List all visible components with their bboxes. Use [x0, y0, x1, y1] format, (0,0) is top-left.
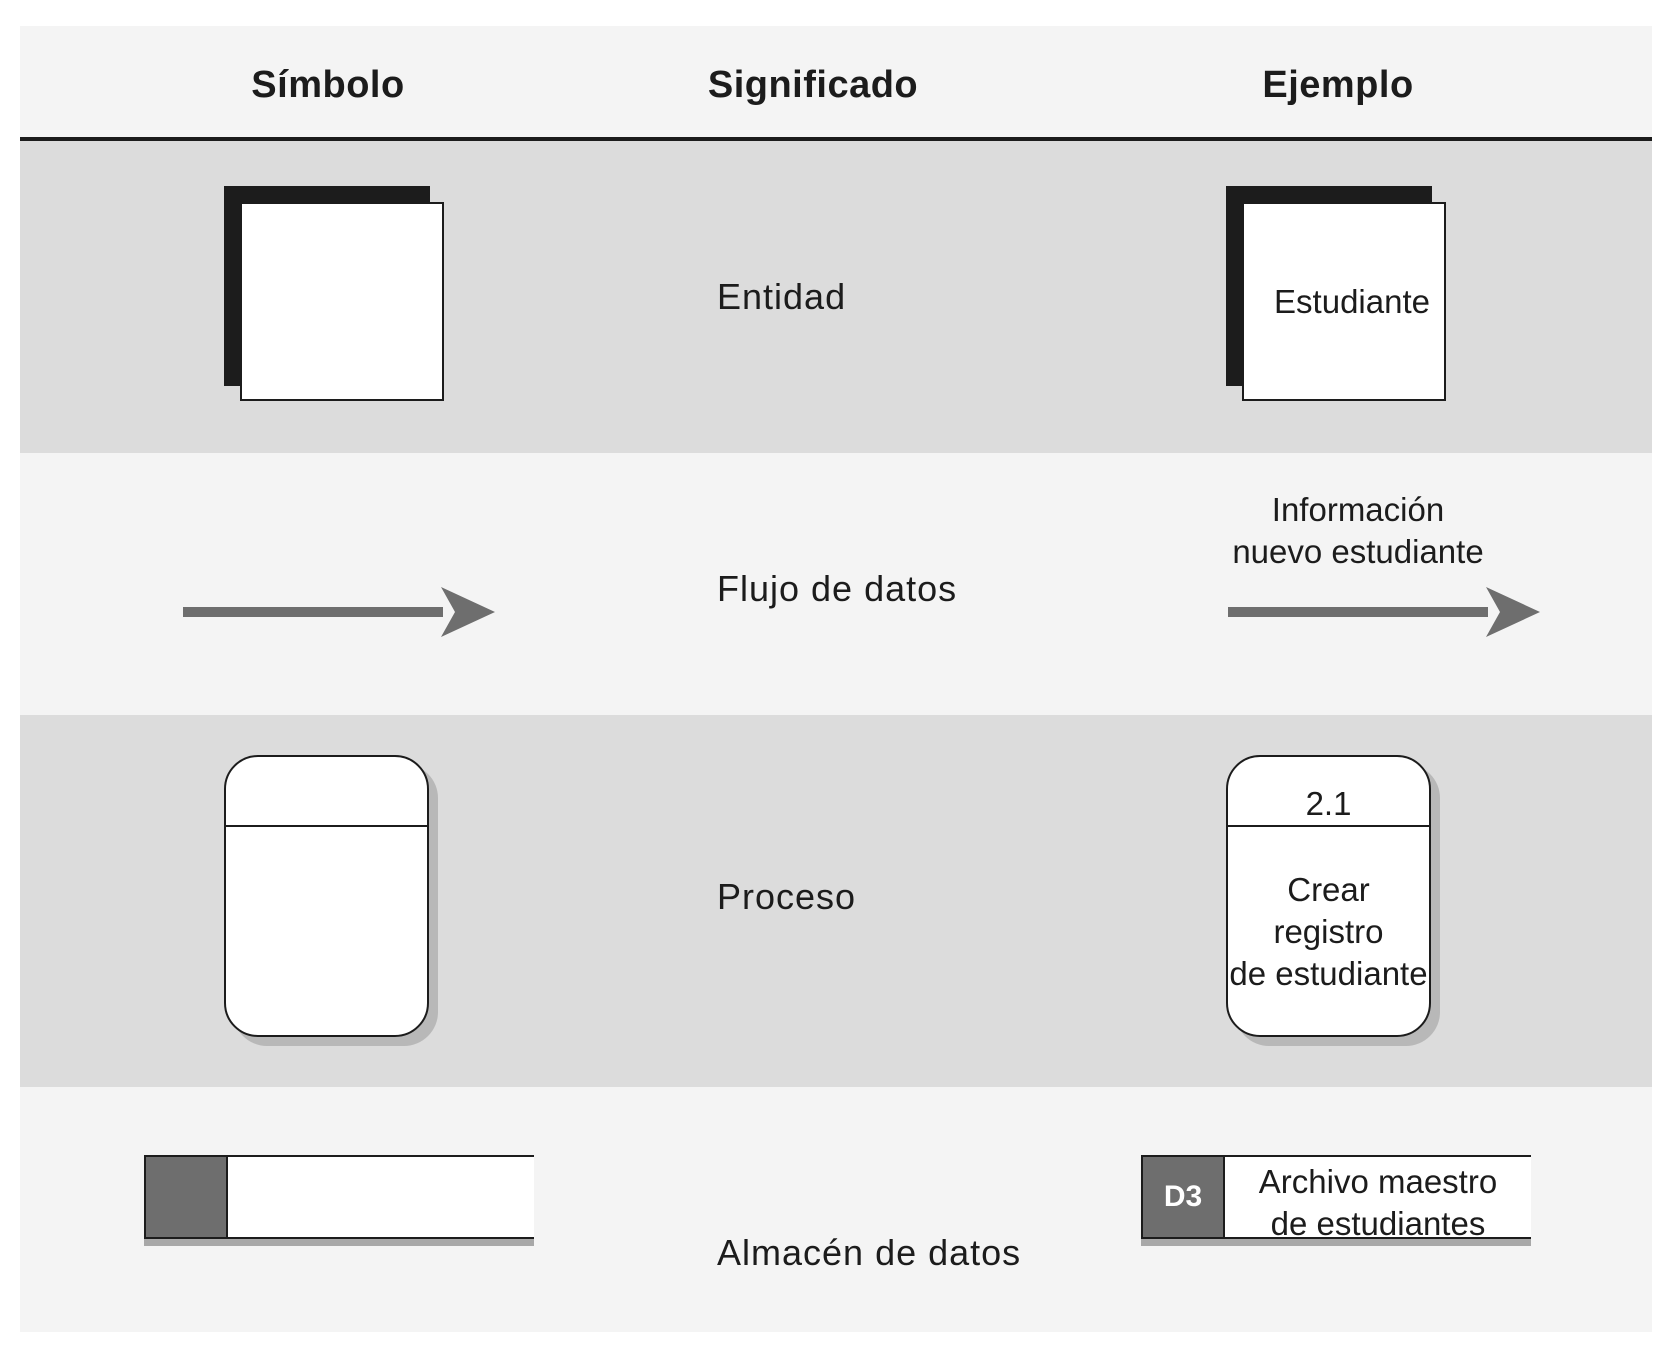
row-entity: Entidad Estudiante [20, 141, 1652, 453]
process-example-divider [1228, 825, 1429, 827]
row-data-store: Almacén de datos D3 Archivo maestro de e… [20, 1087, 1652, 1332]
process-example-box: 2.1 Crear registro de estudiante [1226, 755, 1431, 1037]
entity-meaning: Entidad [717, 276, 847, 317]
entity-example-label: Estudiante [1274, 282, 1430, 320]
row-process: Proceso 2.1 Crear registro de estudiante [20, 715, 1652, 1087]
data-store-symbol-box [144, 1155, 534, 1239]
data-store-example-id: D3 [1143, 1157, 1225, 1237]
data-store-example-box: D3 Archivo maestro de estudiantes [1141, 1155, 1531, 1242]
data-flow-example-arrow-icon [1228, 587, 1540, 637]
data-flow-meaning: Flujo de datos [717, 568, 958, 609]
data-store-example-label-line: Archivo maestro [1258, 1163, 1498, 1200]
entity-example-box: Estudiante [1242, 202, 1446, 401]
header-symbol: Símbolo [251, 64, 405, 106]
process-example-label-line: de estudiante [1229, 955, 1428, 992]
header-meaning: Significado [707, 64, 919, 106]
data-flow-example-label: Información nuevo estudiante [1232, 489, 1483, 573]
dfd-symbols-table: Símbolo Significado Ejemplo Entidad Estu… [20, 26, 1652, 1332]
process-example-id: 2.1 [1305, 785, 1352, 822]
data-store-example-label: Archivo maestro de estudiantes [1225, 1161, 1531, 1245]
data-store-example-label-line: de estudiantes [1270, 1205, 1486, 1242]
data-store-symbol-id-cell [146, 1157, 228, 1237]
process-meaning: Proceso [717, 876, 857, 917]
data-store-meaning: Almacén de datos [717, 1232, 1022, 1273]
data-flow-example-label-line: nuevo estudiante [1232, 533, 1484, 570]
data-flow-example-label-line: Información [1271, 491, 1445, 528]
table-header: Símbolo Significado Ejemplo [20, 26, 1652, 138]
entity-symbol-box [240, 202, 444, 401]
process-example-label: Crear registro de estudiante [1228, 869, 1429, 995]
process-symbol-box [224, 755, 429, 1037]
data-flow-symbol-arrow-icon [183, 587, 495, 637]
header-divider [20, 137, 1652, 141]
row-data-flow: Flujo de datos Información nuevo estudia… [20, 453, 1652, 715]
header-example: Ejemplo [1262, 64, 1414, 106]
process-example-label-line: Crear registro [1273, 871, 1384, 950]
process-symbol-divider [226, 825, 427, 827]
